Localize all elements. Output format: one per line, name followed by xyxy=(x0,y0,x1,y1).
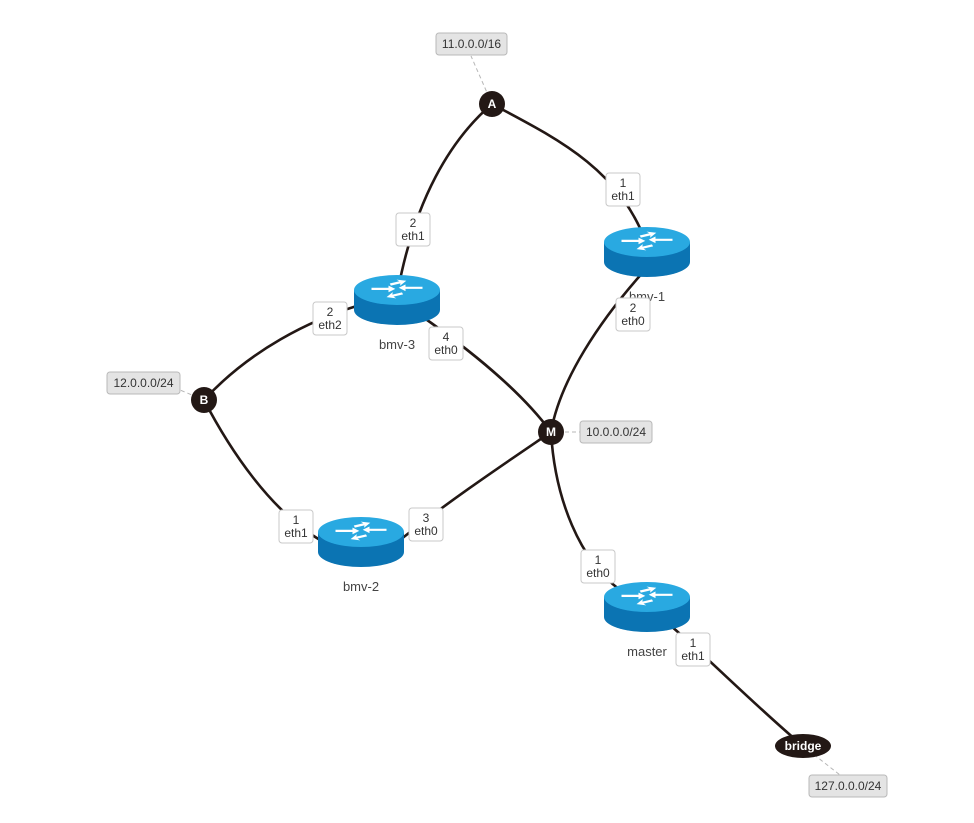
hub-bridge[interactable]: bridge xyxy=(775,734,831,758)
svg-text:eth1: eth1 xyxy=(401,229,425,243)
router-icon xyxy=(354,275,440,325)
svg-text:B: B xyxy=(200,393,209,407)
svg-text:eth1: eth1 xyxy=(681,649,705,663)
svg-text:eth0: eth0 xyxy=(621,314,645,328)
svg-text:4: 4 xyxy=(443,330,450,344)
svg-text:2: 2 xyxy=(327,305,334,319)
router-icon xyxy=(604,227,690,277)
svg-text:12.0.0.0/24: 12.0.0.0/24 xyxy=(113,376,173,390)
router-bmv3[interactable]: bmv-3 xyxy=(354,275,440,352)
svg-text:eth2: eth2 xyxy=(318,318,342,332)
svg-text:127.0.0.0/24: 127.0.0.0/24 xyxy=(815,779,882,793)
svg-text:1: 1 xyxy=(293,513,300,527)
svg-text:1: 1 xyxy=(690,636,697,650)
svg-text:eth1: eth1 xyxy=(284,526,308,540)
network-label-10: 10.0.0.0/24 xyxy=(579,420,653,444)
tether-b-net12 xyxy=(179,389,205,401)
hub-m[interactable]: M xyxy=(538,419,564,445)
port-label-master-eth1: 1 eth1 xyxy=(675,632,711,667)
svg-text:A: A xyxy=(488,97,497,111)
svg-text:eth1: eth1 xyxy=(611,189,635,203)
port-label-bmv3-eth2: 2 eth2 xyxy=(312,301,348,336)
svg-text:3: 3 xyxy=(423,511,430,525)
port-label-bmv3-eth1: 2 eth1 xyxy=(395,212,431,247)
router-icon xyxy=(318,517,404,567)
svg-text:1: 1 xyxy=(595,553,602,567)
network-label-11: 11.0.0.0/16 xyxy=(435,32,508,56)
svg-text:eth0: eth0 xyxy=(414,524,438,538)
router-master[interactable]: master xyxy=(604,582,690,659)
svg-text:11.0.0.0/16: 11.0.0.0/16 xyxy=(442,37,501,51)
svg-text:2: 2 xyxy=(410,216,417,230)
link-a-bmv1 xyxy=(490,102,649,247)
network-label-127: 127.0.0.0/24 xyxy=(808,774,888,798)
router-bmv2[interactable]: bmv-2 xyxy=(318,517,404,594)
router-name-bmv3: bmv-3 xyxy=(379,337,415,352)
svg-text:eth0: eth0 xyxy=(434,343,458,357)
router-name-master: master xyxy=(627,644,667,659)
svg-text:bridge: bridge xyxy=(785,739,822,753)
port-label-bmv2-eth1: 1 eth1 xyxy=(278,509,314,544)
svg-text:eth0: eth0 xyxy=(586,566,610,580)
svg-text:M: M xyxy=(546,425,556,439)
network-label-12: 12.0.0.0/24 xyxy=(106,371,181,395)
hub-b[interactable]: B xyxy=(191,387,217,413)
hub-a[interactable]: A xyxy=(479,91,505,117)
router-icon xyxy=(604,582,690,632)
port-label-bmv2-eth0: 3 eth0 xyxy=(408,507,444,542)
port-label-bmv1-eth0: 2 eth0 xyxy=(615,297,651,332)
port-label-master-eth0: 1 eth0 xyxy=(580,549,616,584)
port-label-bmv3-eth0: 4 eth0 xyxy=(428,326,464,361)
port-label-bmv1-eth1: 1 eth1 xyxy=(605,172,641,207)
link-a-bmv3 xyxy=(396,102,494,292)
svg-text:2: 2 xyxy=(630,301,637,315)
svg-text:1: 1 xyxy=(620,176,627,190)
svg-text:10.0.0.0/24: 10.0.0.0/24 xyxy=(586,425,646,439)
link-bmv1-m xyxy=(549,268,647,434)
router-bmv1[interactable]: bmv-1 xyxy=(604,227,690,304)
router-name-bmv2: bmv-2 xyxy=(343,579,379,594)
